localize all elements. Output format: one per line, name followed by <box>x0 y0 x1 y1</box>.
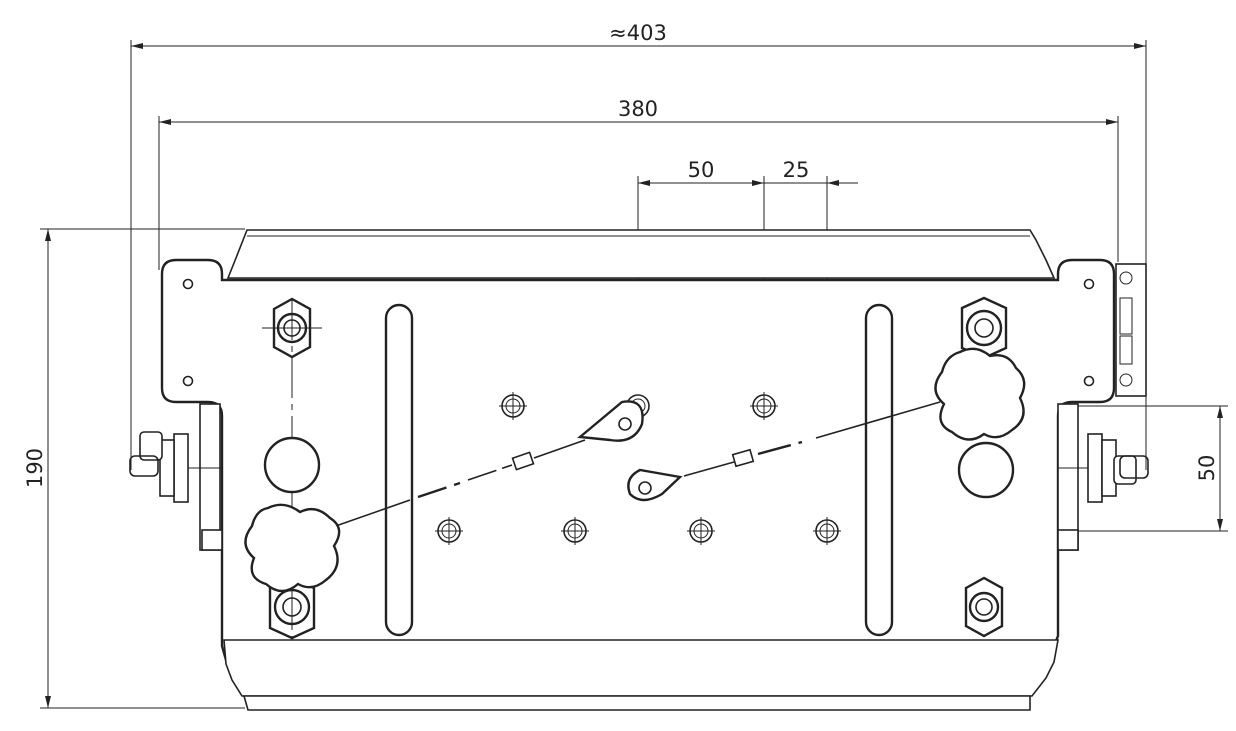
dimension-plate-width: 380 <box>158 97 1119 270</box>
lanyard-right <box>627 401 941 502</box>
dimension-label-height: 190 <box>23 448 47 488</box>
right-bracket <box>1115 263 1147 397</box>
slot-left <box>384 303 414 637</box>
eyelet-hole <box>638 481 652 495</box>
clamp-screw <box>139 431 163 461</box>
cable <box>815 401 941 439</box>
mounting-hole <box>182 278 194 290</box>
mounting-hole <box>1083 278 1095 290</box>
mounting-hole <box>1083 375 1095 387</box>
hex-outline <box>964 576 1004 638</box>
clamp-plate <box>199 403 221 551</box>
cable-sleeve <box>417 481 461 499</box>
clamp-plate <box>1057 403 1079 551</box>
bracket-slot <box>1119 297 1133 335</box>
star-knob-right <box>934 347 1026 441</box>
threaded-hole <box>750 392 778 420</box>
cable <box>683 461 735 477</box>
slot-right <box>864 303 894 637</box>
clamp-block <box>159 439 175 497</box>
threaded-hole <box>687 517 715 545</box>
clamp-screw <box>1113 455 1137 485</box>
threaded-hole <box>499 392 527 420</box>
top-rail <box>226 229 1056 279</box>
dimension-label-25: 25 <box>783 158 810 182</box>
arrow-head <box>827 180 839 186</box>
star-knob-left <box>244 503 341 593</box>
cable <box>533 439 586 459</box>
mounting-hole <box>182 375 194 387</box>
hex-nut-bottom-right <box>964 576 1004 638</box>
clamp-foot <box>1057 529 1079 551</box>
hex-nut-top-right <box>960 296 1008 360</box>
lanyard-left <box>329 400 644 529</box>
nut-ring <box>965 309 1003 347</box>
bottom-rail-lip <box>242 695 1031 711</box>
cable-sleeve <box>757 440 803 456</box>
eyelet <box>577 400 644 442</box>
clamp-block <box>1087 433 1103 503</box>
large-hole-right <box>957 441 1015 499</box>
threaded-hole <box>561 517 589 545</box>
cable <box>329 499 411 529</box>
dimension-label-vertical-spacing: 50 <box>1195 455 1219 482</box>
cable <box>467 464 513 481</box>
dimension-label-plate-width: 380 <box>618 97 658 121</box>
dimension-height: 190 <box>23 228 245 709</box>
ferrule <box>731 448 755 468</box>
nut-ring <box>968 591 1000 623</box>
side-clamp-right <box>1057 403 1149 551</box>
bracket-hole <box>1119 271 1133 285</box>
bracket-slot <box>1119 335 1133 365</box>
side-clamp-left <box>129 403 223 551</box>
clamp-knob <box>129 455 159 477</box>
clamp-knob <box>1119 455 1149 479</box>
nut-bore <box>975 598 993 616</box>
large-hole-left <box>263 436 321 494</box>
nut-bore <box>974 318 994 338</box>
bottom-rail <box>223 639 1059 697</box>
dimension-label-50: 50 <box>688 158 715 182</box>
dimension-label-overall-width: ≈403 <box>609 21 667 45</box>
clamp-block <box>173 433 189 503</box>
hex-outline <box>960 296 1008 360</box>
dimension-overall-width: ≈403 <box>130 21 1147 470</box>
ear-holes <box>182 278 1095 387</box>
eyelet-hole <box>618 417 632 431</box>
ferrule <box>511 451 535 471</box>
bracket-hole <box>1119 373 1133 387</box>
threaded-hole <box>435 517 463 545</box>
threaded-hole <box>813 517 841 545</box>
clamp-foot <box>201 529 223 551</box>
